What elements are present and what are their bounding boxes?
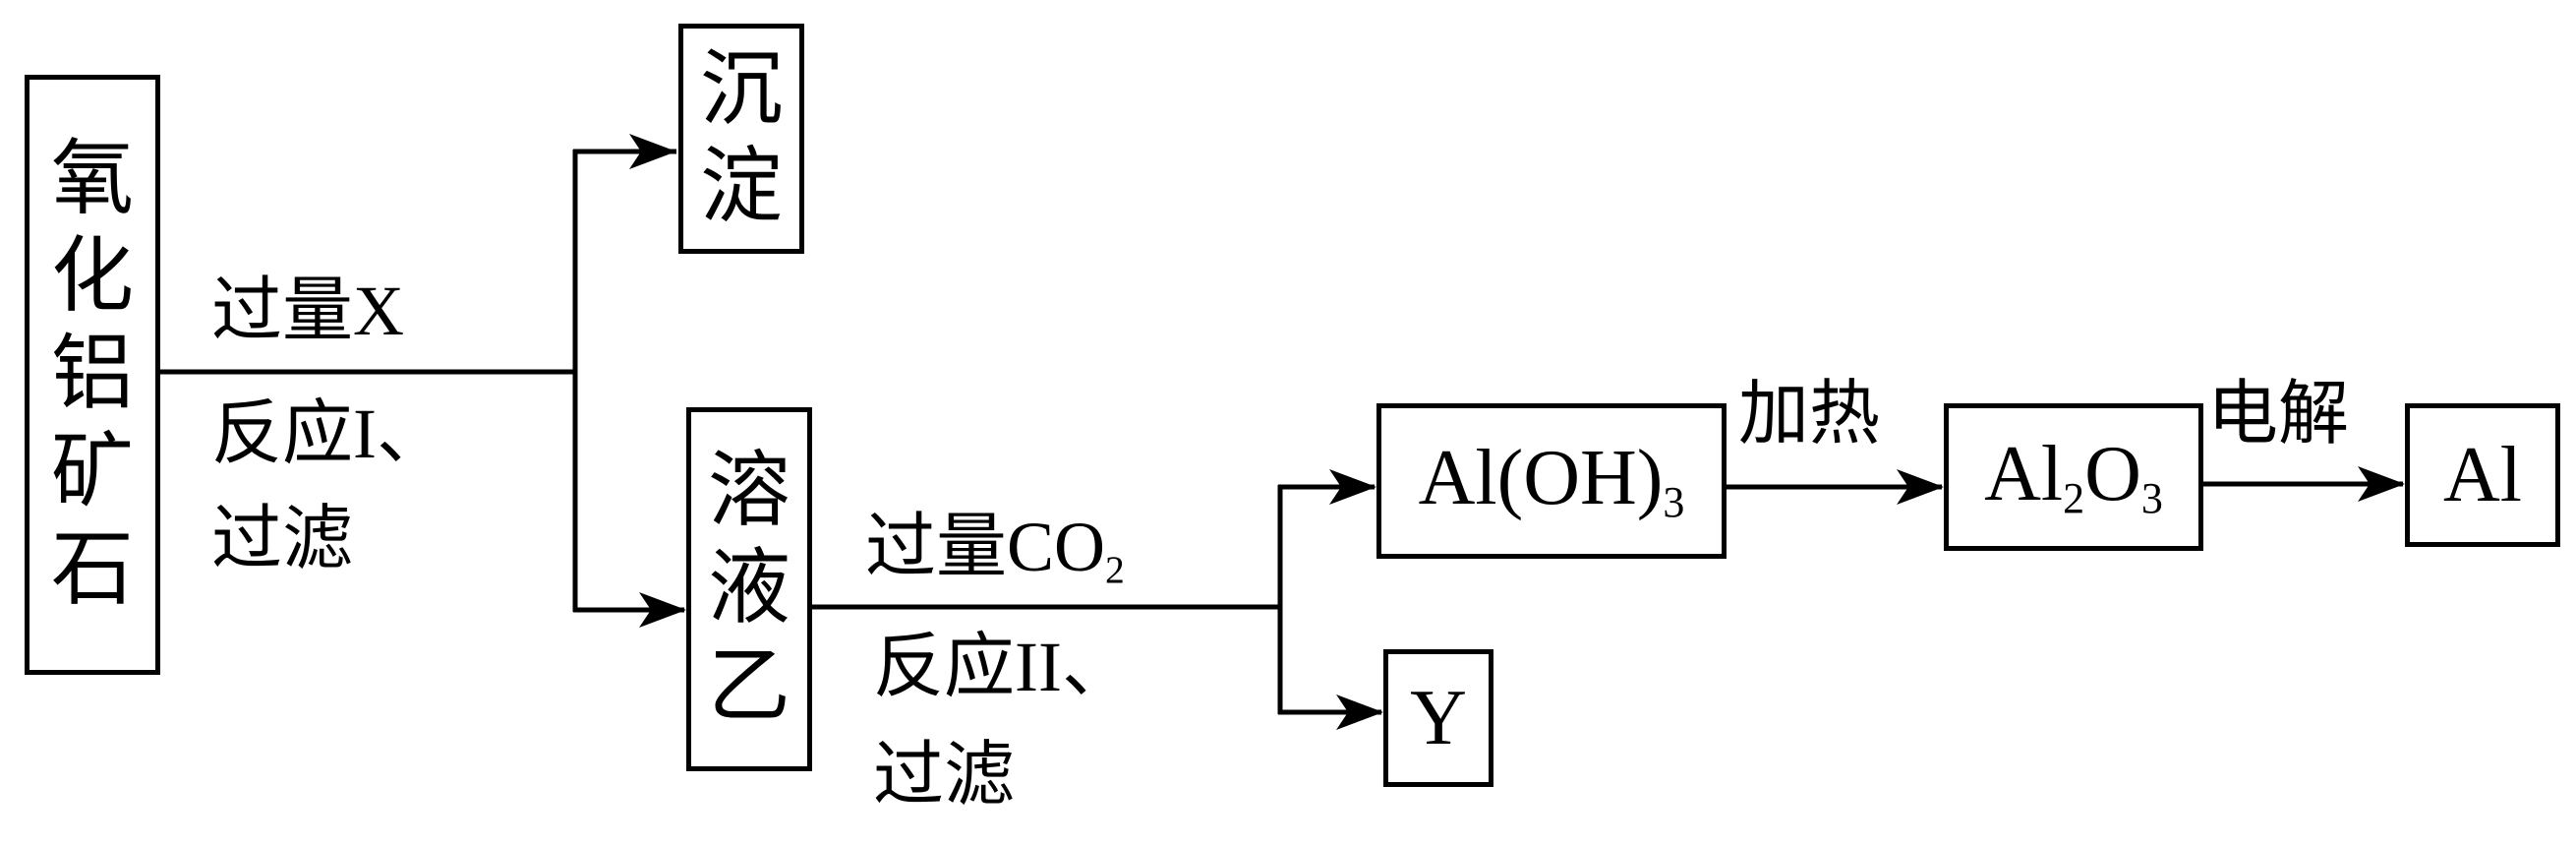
step1-filter: 过滤 <box>211 500 354 578</box>
step2-reaction: 反应II、 <box>873 628 1133 706</box>
precipitate-char: 沉 <box>699 43 783 136</box>
al2o3-part: O <box>2084 431 2141 518</box>
step1-reagent: 过量X <box>211 272 404 350</box>
aloh3-formula: Al(OH)3 <box>1419 434 1685 527</box>
aloh3-subscript: 3 <box>1663 478 1685 527</box>
electrolysis-label: 电解 <box>2207 375 2350 453</box>
solution-char: 溶 <box>707 446 790 538</box>
node-precipitate: 沉 淀 <box>678 24 804 254</box>
node-solution: 溶 液 乙 <box>686 407 812 771</box>
node-y: Y <box>1383 649 1493 787</box>
step1-reaction: 反应I、 <box>211 394 447 473</box>
y-label: Y <box>1410 674 1467 761</box>
node-aloh3: Al(OH)3 <box>1376 403 1727 559</box>
solution-char: 乙 <box>707 640 790 733</box>
ore-char: 石 <box>50 523 134 616</box>
heat-label: 加热 <box>1738 375 1881 453</box>
ore-char: 铝 <box>50 329 134 421</box>
aloh3-main: Al(OH) <box>1418 435 1664 522</box>
step2-filter: 过滤 <box>873 736 1016 815</box>
node-al: Al <box>2405 403 2560 547</box>
al2o3-formula: Al2O3 <box>1984 430 2163 523</box>
ore-char: 矿 <box>50 426 134 518</box>
arrowhead-aloh3 <box>1329 469 1376 505</box>
arrowhead-solution <box>639 592 686 628</box>
al2o3-subscript: 2 <box>2063 474 2085 523</box>
step2-reagent: 过量CO2 <box>865 512 1125 589</box>
arrowhead-precipitate <box>629 134 676 169</box>
precipitate-char: 淀 <box>699 142 783 233</box>
node-ore: 氧 化 铝 矿 石 <box>25 75 160 675</box>
step2-reagent-main: 过量CO <box>865 508 1106 586</box>
step2-reagent-subscript: 2 <box>1105 547 1125 591</box>
arrowhead-y <box>1336 695 1383 730</box>
ore-char: 氧 <box>50 134 134 226</box>
solution-char: 液 <box>707 543 790 635</box>
al2o3-part: Al <box>1984 431 2064 518</box>
al-label: Al <box>2443 431 2522 518</box>
arrowhead-al <box>2358 466 2405 502</box>
arrowhead-al2o3 <box>1897 469 1944 505</box>
ore-char: 化 <box>50 231 134 324</box>
al2o3-subscript: 3 <box>2140 474 2163 523</box>
node-al2o3: Al2O3 <box>1944 403 2203 551</box>
